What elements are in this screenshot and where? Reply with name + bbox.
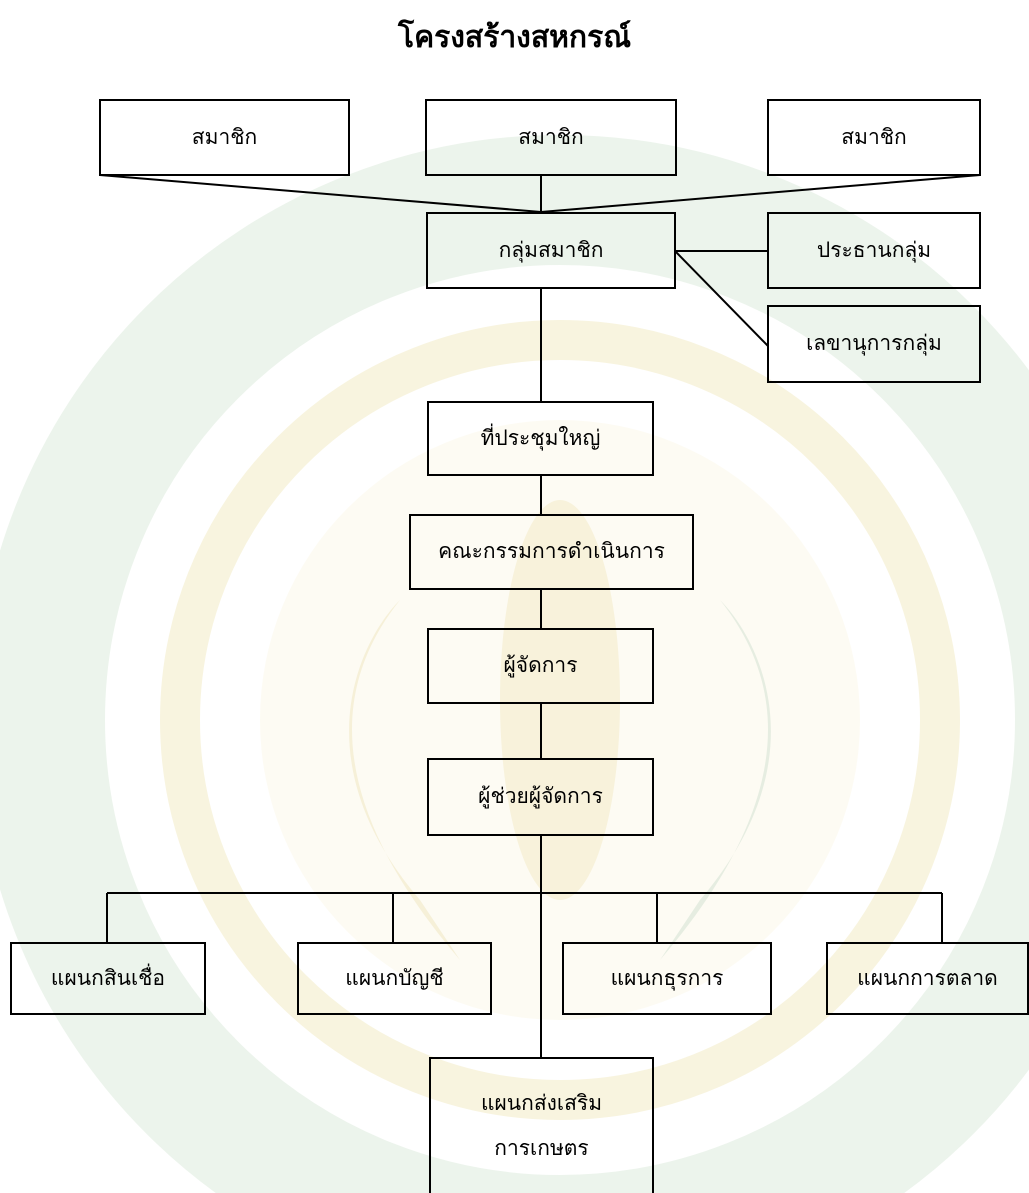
member-center-label: สมาชิก [518,124,584,149]
member-group-label: กลุ่มสมาชิก [498,237,604,262]
credit-dept-label: แผนกสินเชื่อ [50,965,166,990]
member-group-box: กลุ่มสมาชิก [426,212,676,289]
chart-title: โครงสร้างสหกรณ์ [397,20,632,55]
member-center-box: สมาชิก [425,99,677,176]
marketing-dept-box: แผนกการตลาด [826,942,1029,1015]
group-secretary-box: เลขานุการกลุ่ม [767,305,981,383]
assistant-manager-box: ผู้ช่วยผู้จัดการ [427,758,654,836]
member-right-box: สมาชิก [767,99,981,176]
board-label: คณะกรรมการดำเนินการ [438,539,665,564]
member-left-label: สมาชิก [191,124,258,149]
manager-label: ผู้จัดการ [503,653,578,678]
manager-box: ผู้จัดการ [427,628,654,704]
general-meeting-label: ที่ประชุมใหญ่ [480,425,601,450]
member-right-label: สมาชิก [841,124,907,149]
accounting-dept-box: แผนกบัญชี [297,942,492,1015]
board-box: คณะกรรมการดำเนินการ [409,514,694,590]
general-meeting-box: ที่ประชุมใหญ่ [427,401,654,476]
group-chair-label: ประธานกลุ่ม [816,237,932,262]
extension-dept-label-line2: การเกษตร [494,1136,589,1160]
business-dept-box: แผนกธุรการ [562,942,772,1015]
group-chair-box: ประธานกลุ่ม [767,212,981,289]
member-left-box: สมาชิก [99,99,350,176]
group-secretary-label: เลขานุการกลุ่ม [806,331,942,356]
extension-dept-box: แผนกส่งเสริม การเกษตร [429,1057,654,1193]
marketing-dept-label: แผนกการตลาด [857,965,998,990]
extension-dept-label-line1: แผนกส่งเสริม [480,1090,603,1115]
assistant-manager-label: ผู้ช่วยผู้จัดการ [478,784,603,809]
business-dept-label: แผนกธุรการ [610,965,724,990]
credit-dept-box: แผนกสินเชื่อ [10,942,206,1015]
accounting-dept-label: แผนกบัญชี [345,965,444,990]
